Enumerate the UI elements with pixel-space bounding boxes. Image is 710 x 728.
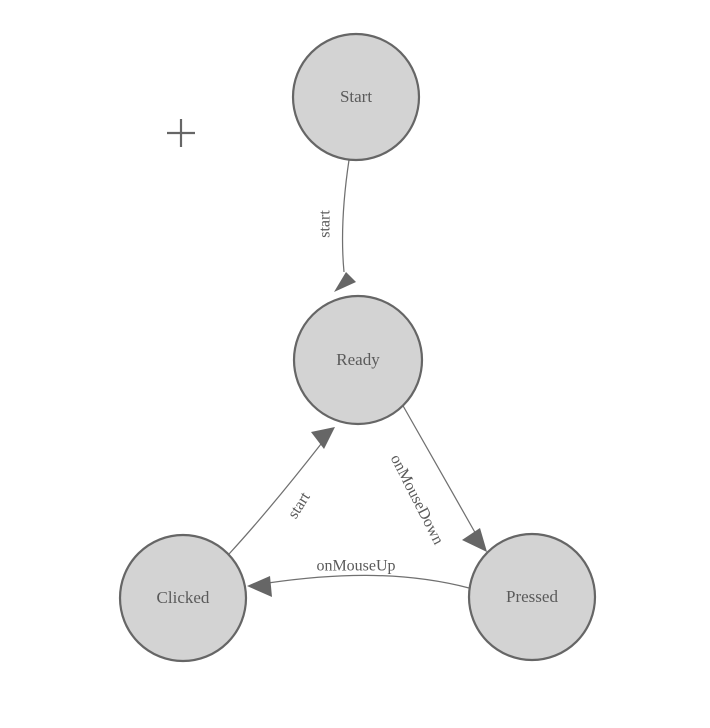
- node-circle[interactable]: [292, 294, 424, 426]
- arrowhead-icon: [247, 576, 272, 597]
- edge-line[interactable]: [267, 574, 470, 589]
- edge-label-start-2: start: [285, 489, 314, 522]
- node-pressed[interactable]: Pressed: [467, 532, 597, 662]
- edge-line[interactable]: [228, 443, 322, 555]
- node-circle[interactable]: [118, 533, 248, 663]
- edge-label-start: start: [317, 210, 334, 238]
- edge-start-to-ready[interactable]: start: [317, 159, 356, 292]
- arrowhead-icon: [334, 272, 356, 292]
- node-ready[interactable]: Ready: [292, 294, 424, 426]
- node-label-pressed: Pressed: [506, 587, 558, 606]
- crosshair-icon[interactable]: [167, 119, 195, 147]
- arrowhead-icon: [462, 528, 487, 552]
- edge-line[interactable]: [342, 159, 350, 273]
- node-start[interactable]: Start: [291, 32, 421, 162]
- edge-label-onmouseup: onMouseUp: [316, 558, 395, 575]
- edge-line[interactable]: [401, 403, 478, 537]
- node-label-ready: Ready: [336, 350, 380, 369]
- node-circle[interactable]: [467, 532, 597, 662]
- edge-clicked-to-ready[interactable]: start: [228, 427, 335, 555]
- arrowhead-icon: [311, 427, 335, 449]
- node-label-start: Start: [340, 87, 372, 106]
- edge-pressed-to-clicked[interactable]: onMouseUp: [247, 558, 470, 597]
- edge-ready-to-pressed[interactable]: onMouseDown: [387, 403, 487, 552]
- node-circle[interactable]: [291, 32, 421, 162]
- node-label-clicked: Clicked: [157, 588, 210, 607]
- node-clicked[interactable]: Clicked: [118, 533, 248, 663]
